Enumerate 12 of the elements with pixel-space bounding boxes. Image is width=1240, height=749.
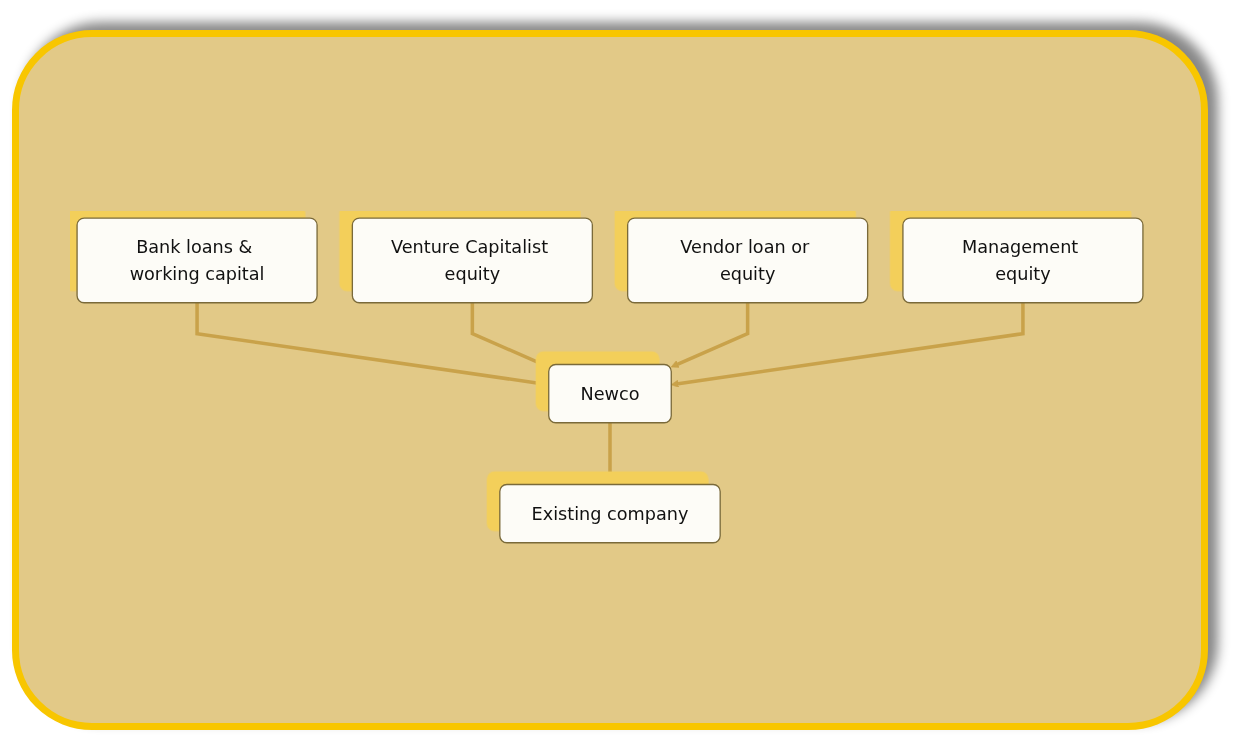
node-box [76, 217, 318, 304]
arrow [470, 302, 550, 368]
arrow [195, 302, 550, 388]
arrow [606, 422, 614, 485]
node-box [351, 217, 593, 304]
node-box [902, 217, 1144, 304]
node-box [548, 363, 672, 423]
panel-background: Bank loans & working capital Venture Capitalist equity Vendor loan or equity Management equity Newco Existing company [12, 30, 1208, 730]
node-box [627, 217, 869, 304]
arrow [670, 302, 750, 368]
arrow [670, 302, 1025, 388]
node-box [499, 483, 721, 543]
